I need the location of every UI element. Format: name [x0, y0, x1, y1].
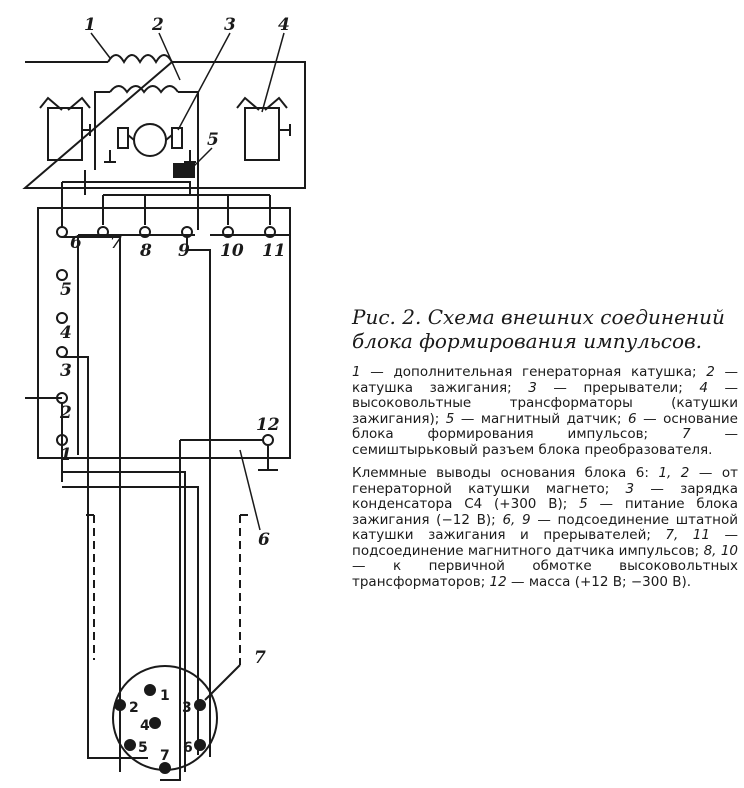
coil-1 [107, 54, 173, 65]
label-component-3: 3 [224, 15, 236, 35]
cam [133, 123, 167, 157]
terminal-label-10: 10 [220, 241, 244, 261]
pin-label-7: 7 [160, 748, 170, 764]
terminal-label-11: 11 [262, 241, 286, 261]
label-component-6: 6 [258, 530, 270, 550]
terminal-label-4: 4 [60, 323, 72, 343]
breaker-right [171, 127, 183, 149]
terminal-label-3: 3 [60, 361, 72, 381]
hv-transformer-right [244, 107, 280, 161]
outer-frame [22, 61, 306, 189]
terminal-label-6: 6 [70, 233, 82, 253]
figure-caption: Рис. 2. Схема внешних соединений блока ф… [352, 305, 738, 590]
label-component-7: 7 [254, 648, 266, 668]
label-component-5: 5 [207, 130, 219, 150]
pin-label-1: 1 [160, 688, 170, 704]
label-component-1: 1 [84, 15, 96, 35]
pin-label-3: 3 [182, 700, 192, 716]
label-component-4: 4 [278, 15, 290, 35]
coil-2 [109, 85, 179, 94]
terminal-label-8: 8 [139, 241, 152, 261]
legend-components: 1 — дополнительная генераторная катушка;… [352, 364, 738, 458]
terminal-label-12: 12 [256, 415, 280, 435]
magnetic-sensor [173, 163, 195, 178]
pin-label-2: 2 [129, 700, 139, 716]
pin-label-6: 6 [183, 740, 193, 756]
terminal-label-1: 1 [60, 445, 72, 465]
terminal-label-5: 5 [60, 280, 72, 300]
terminal-label-7: 7 [110, 233, 122, 253]
pin-label-4: 4 [140, 718, 150, 734]
pin-label-5: 5 [138, 740, 148, 756]
hv-transformer-left [47, 107, 83, 161]
label-component-2: 2 [151, 15, 164, 35]
base-block-6 [37, 207, 291, 459]
breaker-left [117, 127, 129, 149]
terminal-label-2: 2 [59, 403, 72, 423]
caption-title: Рис. 2. Схема внешних соединений блока ф… [352, 305, 725, 353]
terminal-label-9: 9 [178, 241, 190, 261]
legend-terminals: Клеммные выводы основания блока 6: 1, 2 … [352, 465, 739, 590]
